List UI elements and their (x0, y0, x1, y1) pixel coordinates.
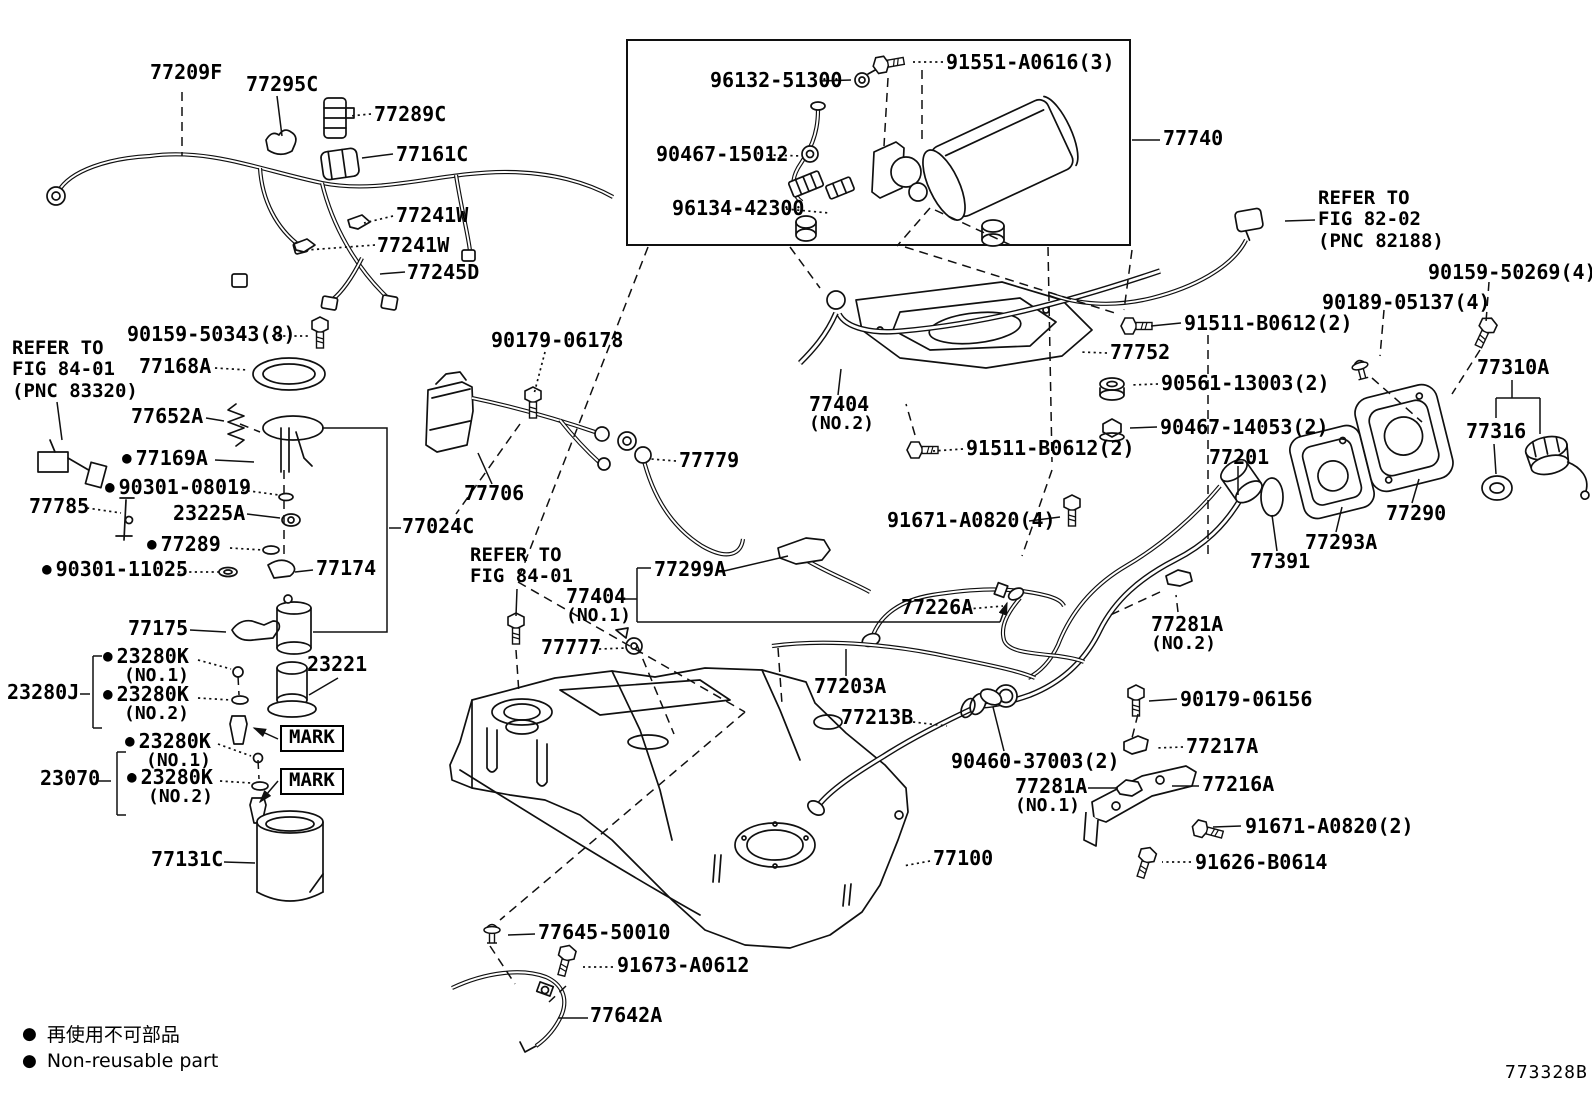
clamp-77299A (777, 537, 831, 565)
fuel-cap-77310A (1524, 435, 1590, 501)
clip-77281A-no2 (1165, 569, 1193, 587)
canister-detail-box (626, 39, 1131, 247)
clamp-77295C (265, 129, 297, 156)
clip-77217A (1123, 735, 1149, 755)
clip-77281A-no1 (1115, 779, 1143, 797)
clamp-77161C (320, 147, 360, 181)
bolt-91511-1 (1120, 317, 1153, 335)
suction-plate (262, 415, 324, 441)
gasket-77316 (1481, 475, 1513, 501)
bolt-91626 (1132, 844, 1159, 881)
clamp-96132 (854, 72, 870, 88)
connector-82188 (1234, 207, 1264, 242)
shield-77290 (1354, 383, 1454, 493)
grommet-90467-15012 (801, 145, 819, 163)
suction-tube-77706 (425, 371, 743, 554)
bolt-91671-2 (1189, 818, 1226, 844)
clamp-90460 (979, 688, 1003, 706)
grommet-23225A (281, 513, 301, 527)
ring-terminal (46, 186, 66, 206)
spring-77652A (227, 403, 245, 447)
charcoal-canister-drawing (871, 95, 1079, 247)
bolt-91511-2 (906, 441, 939, 459)
legend-en: ● Non-reusable part (22, 1050, 218, 1072)
bolt-91673 (552, 942, 578, 979)
bracket-77216A (1091, 765, 1197, 823)
non-reusable-bullet: ● (22, 1051, 37, 1071)
clip-90189 (1350, 357, 1372, 382)
screw-91551 (871, 52, 906, 75)
screw-90159-50269 (1470, 314, 1500, 351)
bolt-90179-06156 (1127, 684, 1145, 717)
protector-shield-77752 (855, 281, 1093, 369)
fuel-tube-harness-77209F (46, 97, 613, 311)
leader-lines-dotted (86, 61, 1191, 968)
bracket-96134 (787, 170, 825, 198)
fuel-tank-77100 (449, 667, 909, 949)
filler-pipe-bracket-cluster (1083, 569, 1226, 881)
filler-pipe-assembly (772, 458, 1284, 816)
mark-arrow-2 (259, 780, 279, 804)
legend-jp: ● 再使用不可部品 (22, 1020, 180, 1047)
fuel-pump-23221 (276, 661, 308, 675)
legend-jp-text: 再使用不可部品 (46, 1024, 180, 1046)
projection-lines (181, 70, 1490, 1003)
figure-code: 773328B (1505, 1062, 1588, 1083)
filler-pipe-top-77201 (1220, 458, 1263, 504)
o-ring-77391 (1260, 477, 1284, 517)
bolt-91671-4 (1063, 494, 1081, 527)
spare-wheel-protector-77642A (452, 972, 564, 1053)
mark-arrow-1 (252, 727, 279, 740)
bolt-90159-50343 (311, 316, 329, 349)
clip-77645 (483, 923, 501, 944)
hose-fitting-77779 (634, 446, 652, 464)
clamp-77241W-2 (293, 238, 316, 253)
fuel-filter (276, 601, 312, 615)
fasteners (311, 316, 1153, 979)
clamp-77241W-1 (347, 214, 371, 230)
fuel-pump-module-parts (37, 357, 326, 902)
legend-en-text: Non-reusable part (46, 1050, 219, 1072)
hose-fitting (810, 101, 826, 111)
bracket-77175 (231, 619, 281, 642)
bracket-arrow (998, 601, 1008, 623)
bolt-refer-84-01 (507, 612, 525, 645)
leader-lines-solid (56, 79, 1541, 1019)
non-reusable-bullet: ● (22, 1023, 37, 1044)
shield-77293A (1289, 424, 1375, 520)
fuel-hoses (800, 207, 1264, 363)
fuel-inlet-parts (1289, 314, 1590, 520)
clip-77174 (267, 559, 296, 579)
check-valve (229, 715, 248, 745)
grommet-90561 (1099, 377, 1125, 391)
sender-gauge-83320 (37, 451, 69, 473)
